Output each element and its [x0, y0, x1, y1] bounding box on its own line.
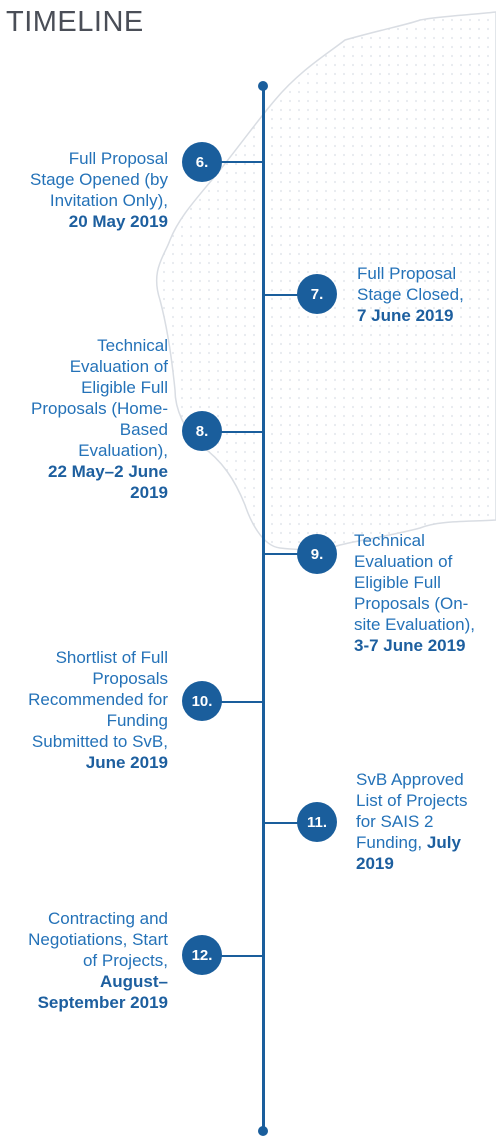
entry-date: 22 May–2 June 2019 — [47, 462, 168, 502]
step-badge-7: 7. — [297, 274, 337, 314]
timeline-entry-7: Full Proposal Stage Closed, 7 June 2019 — [357, 263, 492, 326]
connector-12 — [218, 955, 262, 957]
connector-8 — [218, 431, 262, 433]
timeline-entry-12: Contracting and Negotiations, Start of P… — [20, 908, 168, 1013]
entry-text: Full Proposal Stage Closed, — [357, 264, 464, 304]
connector-7 — [264, 294, 309, 296]
timeline-end-dot — [258, 1126, 268, 1136]
entry-date: August–September 2019 — [37, 972, 168, 1012]
step-badge-12: 12. — [182, 935, 222, 975]
entry-text: SvB Approved List of Projects for SAIS 2… — [356, 770, 468, 852]
timeline-entry-8: Technical Evaluation of Eligible Full Pr… — [30, 335, 168, 503]
entry-date: 3-7 June 2019 — [354, 636, 466, 655]
step-badge-6: 6. — [182, 142, 222, 182]
connector-6 — [218, 161, 262, 163]
timeline-entry-10: Shortlist of Full Proposals Recommended … — [26, 647, 168, 773]
timeline-start-dot — [258, 81, 268, 91]
step-badge-11: 11. — [297, 802, 337, 842]
step-badge-10: 10. — [182, 681, 222, 721]
connector-9 — [264, 553, 309, 555]
timeline-axis — [262, 86, 265, 1132]
connector-11 — [264, 822, 309, 824]
entry-text: Full Proposal Stage Opened (by Invitatio… — [30, 149, 168, 210]
entry-date: 20 May 2019 — [68, 212, 168, 231]
entry-text: Technical Evaluation of Eligible Full Pr… — [354, 531, 475, 634]
entry-date: July 2019 — [356, 833, 461, 873]
entry-date: June 2019 — [85, 753, 168, 772]
timeline-entry-9: Technical Evaluation of Eligible Full Pr… — [354, 530, 494, 656]
entry-text: Technical Evaluation of Eligible Full Pr… — [31, 336, 168, 460]
step-badge-8: 8. — [182, 411, 222, 451]
timeline-entry-11: SvB Approved List of Projects for SAIS 2… — [356, 769, 488, 874]
entry-text: Contracting and Negotiations, Start of P… — [28, 909, 168, 970]
entry-date: 7 June 2019 — [357, 306, 454, 325]
page-title: TIMELINE — [6, 6, 144, 38]
connector-10 — [218, 701, 262, 703]
step-badge-9: 9. — [297, 534, 337, 574]
timeline-entry-6: Full Proposal Stage Opened (by Invitatio… — [20, 148, 168, 232]
entry-text: Shortlist of Full Proposals Recommended … — [28, 648, 168, 751]
